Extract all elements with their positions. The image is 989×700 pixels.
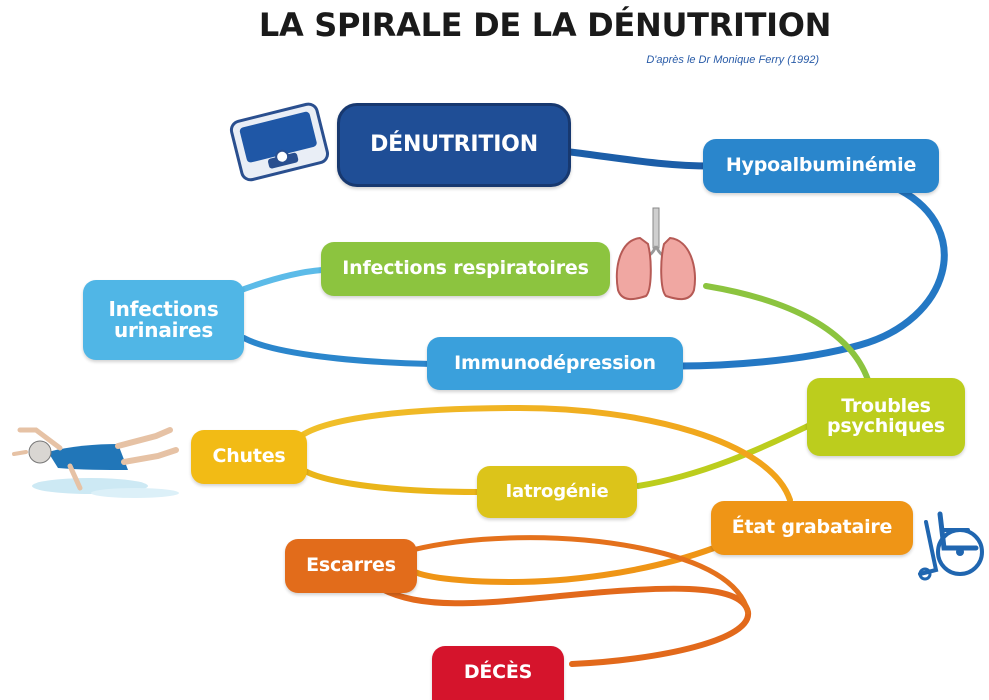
diagram-subtitle: D'après le Dr Monique Ferry (1992)	[646, 54, 819, 66]
node-chutes: Chutes	[191, 430, 307, 484]
connector-troubles-iatrogenie	[635, 417, 823, 489]
connector-iatrogenie-chutes	[293, 459, 481, 495]
node-escarres: Escarres	[285, 539, 417, 593]
connector-respiratoires-troubles	[703, 283, 871, 383]
node-iatrogenie: Iatrogénie	[477, 466, 637, 518]
scale-icon	[229, 102, 330, 182]
node-hypoalbuminemie: Hypoalbuminémie	[703, 139, 939, 193]
node-troubles-psychiques: Troubles psychiques	[807, 378, 965, 456]
connector-denutrition-hypoalbuminemie	[566, 148, 716, 170]
connector-chutes-grabataire	[293, 404, 793, 503]
connector-escarres-deces	[377, 585, 752, 667]
node-denutrition: DÉNUTRITION	[337, 103, 571, 187]
connector-hypoalbuminemie-immunodepression	[676, 186, 948, 370]
node-etat-grabataire: État grabataire	[711, 501, 913, 555]
connector-escarres-upper	[409, 535, 751, 615]
diagram-title: LA SPIRALE DE LA DÉNUTRITION	[258, 6, 832, 44]
falling-person-icon	[12, 427, 179, 498]
node-immunodepression: Immunodépression	[427, 337, 683, 390]
connector-grabataire-escarres	[409, 545, 717, 586]
node-infections-respiratoires: Infections respiratoires	[321, 242, 610, 296]
node-infections-urinaires: Infections urinaires	[83, 280, 244, 360]
node-deces: DÉCÈS	[432, 646, 564, 700]
wheelchair-icon	[918, 511, 984, 581]
connector-immunodepression-urinaires	[241, 335, 435, 367]
connector-urinaires-respiratoires	[233, 267, 325, 295]
lungs-icon	[615, 207, 696, 301]
